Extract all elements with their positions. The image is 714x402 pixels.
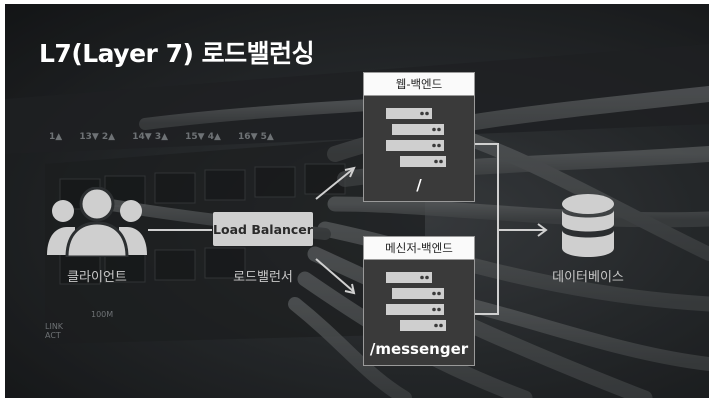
- client-label: 클라이언트: [67, 270, 127, 285]
- lb-to-messenger-arrowhead: [344, 283, 356, 295]
- connection-arrows: [148, 143, 548, 315]
- server-rack-icon: [386, 108, 446, 167]
- lb-to-web-arrow: [315, 168, 354, 200]
- load-balancer-caption: 로드밸런서: [233, 270, 293, 285]
- switch-port-labels: 1▲ 13▼ 2▲ 14▼ 3▲ 15▼ 4▲ 16▼ 5▲: [49, 132, 349, 142]
- messenger-backend-body: /messenger: [364, 260, 474, 365]
- lb-to-web-arrowhead: [344, 166, 356, 178]
- port-label: 13▼ 2▲: [79, 132, 116, 142]
- web-backend-body: /: [364, 96, 474, 201]
- web-backend-title: 웹-백엔드: [364, 73, 474, 96]
- messenger-backend-title: 메신저-백엔드: [364, 237, 474, 260]
- web-backend-panel: 웹-백엔드 /: [363, 72, 475, 202]
- port-label: 15▼ 4▲: [185, 132, 221, 142]
- to-database-arrowhead: [537, 223, 548, 237]
- lb-to-messenger-arrow: [315, 258, 354, 292]
- page-title: L7(Layer 7) 로드밸런싱: [39, 39, 315, 68]
- link-act-label: LINK ACT: [45, 322, 64, 340]
- database-icon: [562, 194, 614, 260]
- port-label: 16▼ 5▲: [238, 132, 274, 142]
- messenger-backend-panel: 메신저-백엔드 /messenger: [363, 236, 475, 366]
- users-icon: [45, 186, 149, 259]
- slide: 1▲ 13▼ 2▲ 14▼ 3▲ 15▼ 4▲ 16▼ 5▲ LINK ACT …: [5, 4, 709, 398]
- backend-join-line: [475, 143, 499, 315]
- server-rack-icon: [386, 272, 446, 331]
- port-label: 14▼ 3▲: [132, 132, 168, 142]
- load-balancer-box: Load Balancer: [213, 212, 313, 246]
- port-label: 1▲: [49, 132, 63, 142]
- messenger-backend-path: /messenger: [369, 340, 469, 358]
- database-label: 데이터베이스: [552, 270, 624, 285]
- speed-label: 100M: [91, 310, 114, 319]
- web-backend-path: /: [416, 176, 422, 194]
